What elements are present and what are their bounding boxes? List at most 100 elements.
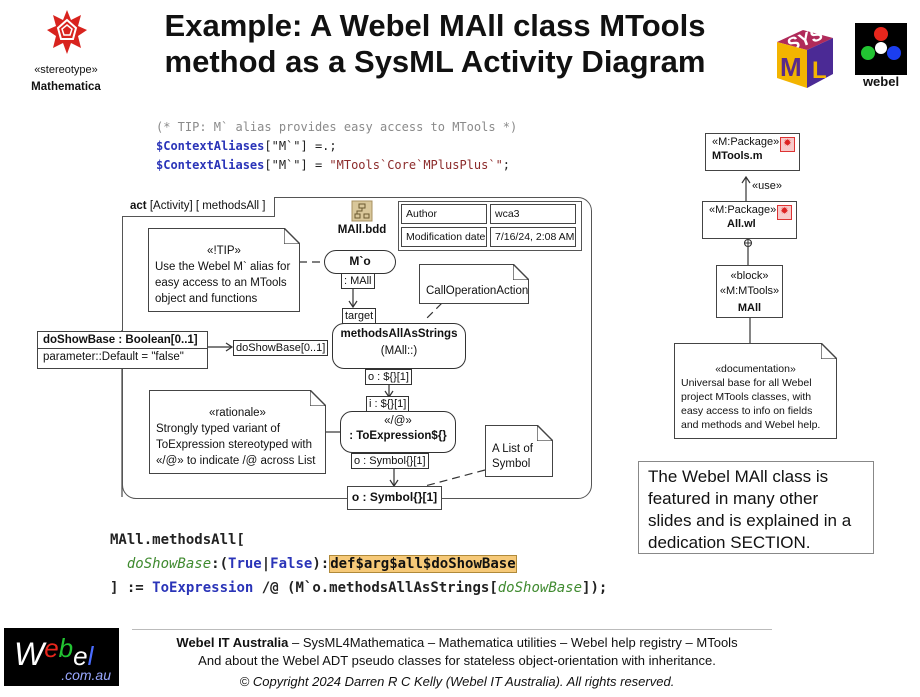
result-parameter-node[interactable]: o : Symbol{}[1] bbox=[347, 486, 442, 510]
use-label: «use» bbox=[752, 180, 782, 192]
svg-text:L: L bbox=[812, 57, 827, 84]
code-string: "MTools`Core`MPlusPlus`" bbox=[329, 158, 503, 172]
webel-footer-logo[interactable]: Webel .com.au bbox=[4, 628, 119, 686]
note-fold-icon bbox=[821, 342, 838, 359]
target-pin[interactable]: target bbox=[342, 308, 377, 324]
do-show-base-pin[interactable]: doShowBase[0..1] bbox=[233, 340, 329, 356]
rationale-stereotype: «rationale» bbox=[209, 407, 266, 419]
note-fold-icon bbox=[537, 424, 554, 441]
info-value: 7/16/24, 2:08 AM bbox=[490, 227, 576, 247]
stereotype-name: Mathematica bbox=[31, 81, 101, 93]
title-line-2: method as a SysML Activity Diagram bbox=[164, 44, 706, 79]
footer-text: Webel IT Australia – SysML4Mathematica –… bbox=[132, 634, 782, 691]
list-note-text: A List of Symbol bbox=[492, 443, 533, 470]
all-wl-package[interactable]: «M:Package» All.wl ✹ bbox=[702, 201, 797, 239]
to-expression-action[interactable]: «/@» : ToExpression${} bbox=[340, 411, 456, 453]
call-note-anchor bbox=[424, 302, 443, 321]
note-fold-icon bbox=[513, 263, 530, 280]
rationale-text: Strongly typed variant of ToExpression s… bbox=[156, 423, 316, 467]
mtools-package[interactable]: «M:Package» MTools.m ✹ bbox=[705, 133, 800, 171]
code-default-highlight: def$arg$all$doShowBase bbox=[329, 555, 517, 573]
all-wl-stereotype: «M:Package» bbox=[709, 204, 777, 216]
toexpr-stereotype: «/@» bbox=[384, 415, 412, 427]
code-text: ] := bbox=[110, 580, 153, 596]
bdd-diagram-link[interactable] bbox=[344, 200, 380, 227]
code-function: ToExpression bbox=[152, 580, 254, 596]
context-alias-code: (* TIP: M` alias provides easy access to… bbox=[156, 118, 517, 175]
call-note-text: CallOperationAction bbox=[426, 285, 529, 297]
info-key: Author bbox=[401, 204, 487, 224]
mathematica-package-icon: ✹ bbox=[777, 205, 792, 220]
sysml-logo: SYS M L bbox=[773, 16, 837, 88]
code-false: False bbox=[270, 556, 313, 572]
code-text: ["M`"] =.; bbox=[264, 139, 337, 153]
bdd-diagram-icon bbox=[351, 200, 373, 222]
code-arg: doShowBase bbox=[126, 556, 212, 572]
code-text: ): bbox=[312, 556, 330, 572]
code-text: /@ (M`o.methodsAllAsStrings[ bbox=[253, 580, 498, 596]
mo-action[interactable]: M`o bbox=[324, 250, 396, 274]
info-key: Modification date bbox=[401, 227, 487, 247]
all-wl-name: All.wl bbox=[727, 218, 756, 230]
strings-output-pin[interactable]: o : ${}[1] bbox=[365, 369, 412, 385]
rationale-note: «rationale» Strongly typed variant of To… bbox=[149, 389, 327, 474]
footer-line-2: And about the Webel ADT pseudo classes f… bbox=[198, 653, 716, 668]
bdd-link-label[interactable]: MAll.bdd bbox=[337, 224, 387, 236]
stereotype-label: «stereotype» bbox=[34, 64, 98, 76]
info-table: Author wca3 Modification date 7/16/24, 2… bbox=[398, 201, 582, 251]
action-name: methodsAllAsStrings bbox=[340, 328, 458, 340]
frame-name: [Activity] [ methodsAll ] bbox=[149, 200, 266, 212]
title-line-1: Example: A Webel MAll class MTools bbox=[164, 8, 706, 43]
toexpr-input-pin[interactable]: i : ${}[1] bbox=[366, 396, 410, 412]
documentation-stereotype: «documentation» bbox=[715, 363, 796, 375]
parameter-name: doShowBase : Boolean[0..1] bbox=[38, 332, 207, 349]
tip-stereotype: «!TIP» bbox=[207, 245, 241, 257]
webel-rgb-icon bbox=[861, 27, 901, 60]
webel-logo bbox=[855, 23, 907, 75]
footer-org: Webel IT Australia bbox=[176, 635, 289, 650]
mall-block[interactable]: «block» «M:MTools» MAll bbox=[716, 265, 783, 318]
code-var: $ContextAliases bbox=[156, 139, 265, 153]
mall-stereotype-block: «block» bbox=[730, 270, 769, 282]
info-row: Author wca3 bbox=[401, 204, 579, 224]
footer-line-1: – SysML4Mathematica – Mathematica utilit… bbox=[288, 635, 738, 650]
code-line-1: MAll.methodsAll[ bbox=[110, 532, 245, 548]
code-text: ["M`"] = bbox=[264, 158, 330, 172]
footer-logo-domain: .com.au bbox=[61, 667, 111, 683]
toexpr-output-pin[interactable]: o : Symbol{}[1] bbox=[351, 453, 429, 469]
mathematica-star-icon bbox=[47, 10, 87, 54]
code-text: ]); bbox=[582, 580, 608, 596]
webel-logo-text: webel bbox=[862, 74, 900, 89]
toexpr-name: : ToExpression${} bbox=[349, 430, 447, 442]
code-true: True bbox=[228, 556, 262, 572]
tip-note: «!TIP» Use the Webel M` alias for easy a… bbox=[148, 227, 301, 312]
list-note-anchor bbox=[424, 469, 486, 487]
frame-kind: act bbox=[130, 200, 147, 212]
action-owner: (MAll::) bbox=[380, 345, 418, 357]
sysml-cube-icon: SYS M L bbox=[777, 24, 833, 88]
documentation-text: Universal base for all Webel project MTo… bbox=[681, 377, 821, 431]
mall-stereotype-mtools: «M:MTools» bbox=[719, 285, 780, 297]
mo-output-pin[interactable]: : MAll bbox=[341, 273, 375, 289]
parameter-node[interactable]: doShowBase : Boolean[0..1] parameter::De… bbox=[37, 331, 208, 369]
activity-frame-label: act [Activity] [ methodsAll ] bbox=[122, 197, 275, 217]
info-value: wca3 bbox=[490, 204, 576, 224]
note-fold-icon bbox=[284, 227, 301, 244]
code-text: | bbox=[261, 556, 271, 572]
code-comment: (* TIP: M` alias provides easy access to… bbox=[156, 120, 518, 134]
mall-name: MAll bbox=[737, 302, 762, 314]
mtools-stereotype: «M:Package» bbox=[712, 136, 780, 148]
list-of-symbol-note: A List of Symbol bbox=[485, 424, 554, 477]
footer-logo-word: Webel bbox=[14, 633, 94, 672]
mtools-name: MTools.m bbox=[712, 150, 763, 162]
documentation-note: «documentation» Universal base for all W… bbox=[674, 342, 838, 439]
page-title: Example: A Webel MAll class MTools metho… bbox=[135, 8, 735, 80]
svg-text:M: M bbox=[780, 52, 802, 82]
footer-copyright: © Copyright 2024 Darren R C Kelly (Webel… bbox=[239, 674, 675, 689]
mall-callout: The Webel MAll class is featured in many… bbox=[638, 461, 874, 554]
info-row: Modification date 7/16/24, 2:08 AM bbox=[401, 227, 579, 247]
methods-all-as-strings-action[interactable]: methodsAllAsStrings (MAll::) bbox=[332, 323, 466, 369]
mathematica-package-icon: ✹ bbox=[780, 137, 795, 152]
code-text: ; bbox=[502, 158, 511, 172]
mathematica-logo bbox=[46, 8, 88, 58]
